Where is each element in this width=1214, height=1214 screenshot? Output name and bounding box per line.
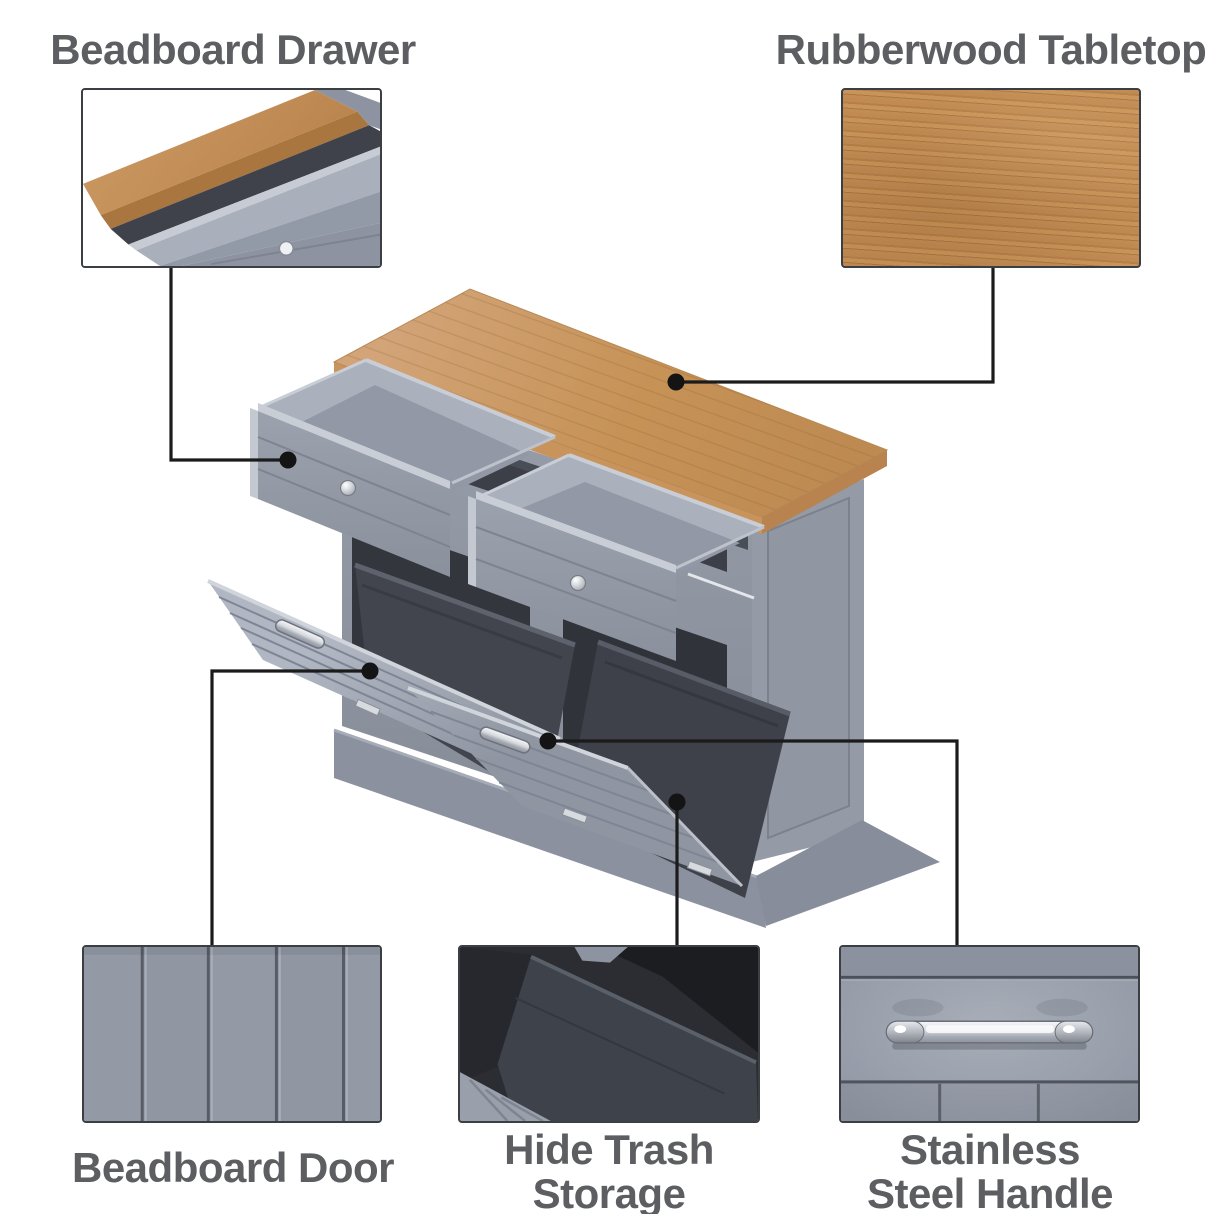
beadboard-grooves <box>140 947 345 1121</box>
callout-dot-beadboard-drawer <box>279 451 297 469</box>
inset-door-corner <box>460 1072 551 1121</box>
callout-label-beadboard-drawer: Beadboard Drawer <box>50 26 416 73</box>
callout-dot-hide-trash-storage <box>668 793 686 811</box>
callout-dot-beadboard-door <box>361 662 379 680</box>
callout-label-line: Steel Handle <box>866 1170 1114 1214</box>
open-drawer-left <box>250 358 556 577</box>
callout-label-line: Storage <box>532 1170 686 1214</box>
callout-label-line: Stainless <box>900 1126 1080 1173</box>
cabinet-render <box>207 288 940 928</box>
callout-label-beadboard-door: Beadboard Door <box>71 1144 395 1191</box>
callout-label-line: Hide Trash <box>504 1126 714 1173</box>
right-drawer-knob <box>569 574 587 592</box>
tilt-door-right <box>407 686 744 888</box>
right-door-handle <box>479 726 531 754</box>
callout-dots <box>279 373 686 811</box>
callout-dot-stainless-steel-handle <box>539 732 557 750</box>
callout-label-rubberwood-tabletop: Rubberwood Tabletop <box>775 26 1207 73</box>
inset-handle-photo <box>839 945 1140 1123</box>
leader-line-rubberwood-tabletop <box>676 268 995 384</box>
callout-label-hide-trash-storage: Hide Trash Storage <box>392 1126 826 1214</box>
inset-rubberwood-texture <box>841 88 1141 268</box>
drawer-glide-rail <box>687 572 755 600</box>
leader-line-beadboard-drawer <box>169 268 288 462</box>
left-door-handle <box>274 619 326 649</box>
callout-label-stainless-steel-handle: Stainless Steel Handle <box>773 1126 1207 1214</box>
base-plinth-right <box>756 820 940 926</box>
leader-line-beadboard-door <box>210 669 370 945</box>
inset-wood-corner <box>83 90 358 216</box>
cabinet-right-panel-inset <box>767 496 850 840</box>
inset-drawer-knob <box>278 240 294 256</box>
leader-line-stainless-steel-handle <box>548 739 959 945</box>
leader-lines <box>169 268 995 945</box>
open-drawer-right <box>468 453 765 661</box>
inset-beadboard-drawer-photo <box>81 88 382 268</box>
left-drawer-knob <box>339 479 357 497</box>
inset-trash-bin-photo <box>458 945 760 1123</box>
inset-chrome-handle <box>885 1020 1094 1044</box>
inset-beadboard-door-panel <box>82 945 382 1123</box>
base-plinth-front <box>334 730 766 928</box>
callout-dot-rubberwood-tabletop <box>667 373 685 391</box>
